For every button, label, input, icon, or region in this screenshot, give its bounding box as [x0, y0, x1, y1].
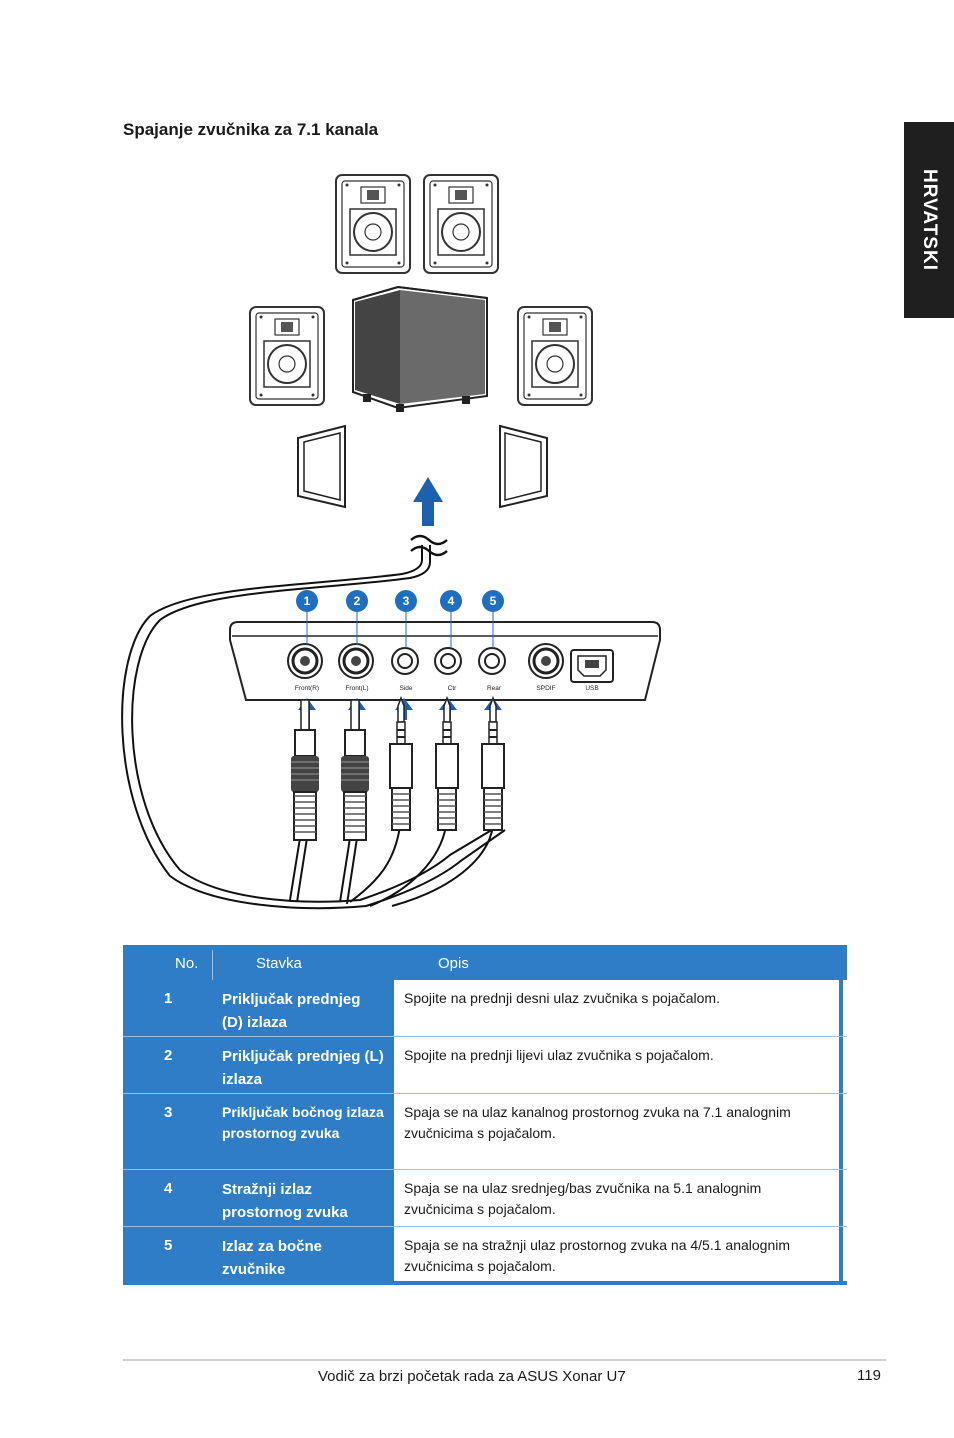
front-left-speaker: [335, 174, 411, 274]
marker-5-label: 5: [490, 594, 497, 608]
row-item: Priključak prednjeg (D) izlaza: [212, 980, 394, 1037]
marker-3: [395, 590, 417, 612]
table-row: 5 Izlaz za bočne zvučnike Spaja se na st…: [123, 1227, 847, 1284]
section-title: Spajanje zvučnika za 7.1 kanala: [123, 120, 379, 139]
front-right-speaker: [423, 174, 499, 274]
table-row: 2 Priključak prednjeg (L) izlaza Spojite…: [123, 1037, 847, 1094]
row-desc: Spaja se na ulaz kanalnog prostornog zvu…: [394, 1094, 843, 1170]
marker-4: [440, 590, 462, 612]
row-item: Izlaz za bočne zvučnike: [212, 1227, 394, 1284]
row-no: 1: [164, 990, 173, 1007]
row-no: 4: [164, 1180, 173, 1197]
port-label-side: Side: [399, 685, 412, 692]
rca-plug-front-r: [290, 699, 320, 841]
table-row: 4 Stražnji izlaz prostornog zvuka Spaja …: [123, 1170, 847, 1227]
port-label-usb: USB: [585, 685, 598, 692]
header-item: Stavka: [256, 955, 302, 972]
row-desc: Spaja se na stražnji ulaz prostornog zvu…: [394, 1227, 843, 1284]
row-item: Priključak bočnog izlaza prostornog zvuk…: [212, 1094, 394, 1170]
row-no: 3: [164, 1104, 173, 1121]
table-row: 1 Priključak prednjeg (D) izlaza Spojite…: [123, 980, 847, 1037]
header-desc: Opis: [438, 955, 469, 972]
cable-bundle: [121, 545, 506, 910]
callout-lines: [306, 612, 494, 648]
table-row: 3 Priključak bočnog izlaza prostornog zv…: [123, 1094, 847, 1170]
marker-1: [296, 590, 318, 612]
row-no: 5: [164, 1237, 173, 1254]
marker-1-label: 1: [304, 594, 311, 608]
port-label-ctr: Ctr: [448, 685, 458, 692]
marker-3-label: 3: [403, 594, 410, 608]
rear-right-speaker: [499, 424, 548, 509]
marker-4-label: 4: [448, 594, 455, 608]
table-header: No. Stavka Opis: [123, 945, 847, 980]
port-label-front-l: Front(L): [345, 685, 368, 692]
side-left-speaker: [249, 306, 325, 406]
table-bottom-border: [123, 1281, 847, 1285]
rca-plug-front-l: [340, 699, 370, 841]
rear-left-speaker: [297, 424, 346, 509]
jack-plug-ctr: [435, 697, 459, 831]
up-arrow-icon: [413, 477, 443, 526]
marker-2: [346, 590, 368, 612]
row-desc: Spojite na prednji desni ulaz zvučnika s…: [394, 980, 843, 1037]
subwoofer: [352, 285, 488, 412]
port-label-rear: Rear: [487, 685, 502, 692]
header-divider: [212, 950, 213, 980]
port-label-front-r: Front(R): [295, 685, 319, 692]
port-label-spdif: SPDIF: [536, 685, 555, 692]
page-number: 119: [857, 1367, 881, 1384]
port-labels: Front(R) Front(L) Side Ctr Rear SPDIF US…: [295, 685, 599, 692]
row-item: Priključak prednjeg (L) izlaza: [212, 1037, 394, 1094]
row-desc: Spaja se na ulaz srednjeg/bas zvučnika n…: [394, 1170, 843, 1227]
speaker-connection-diagram: Front(R) Front(L) Side Ctr Rear SPDIF US…: [121, 174, 661, 910]
sound-card: [229, 621, 661, 701]
row-desc: Spojite na prednji lijevi ulaz zvučnika …: [394, 1037, 843, 1094]
footer-divider: [123, 1359, 886, 1361]
jack-plug-rear: [481, 697, 505, 831]
jack-plug-side: [389, 697, 413, 831]
marker-2-label: 2: [354, 594, 361, 608]
row-item: Stražnji izlaz prostornog zvuka: [212, 1170, 394, 1227]
marker-5: [482, 590, 504, 612]
side-right-speaker: [517, 306, 593, 406]
footer-title: Vodič za brzi početak rada za ASUS Xonar…: [318, 1368, 626, 1385]
row-no: 2: [164, 1047, 173, 1064]
language-tab: HRVATSKI: [904, 122, 954, 318]
header-no: No.: [175, 955, 199, 972]
